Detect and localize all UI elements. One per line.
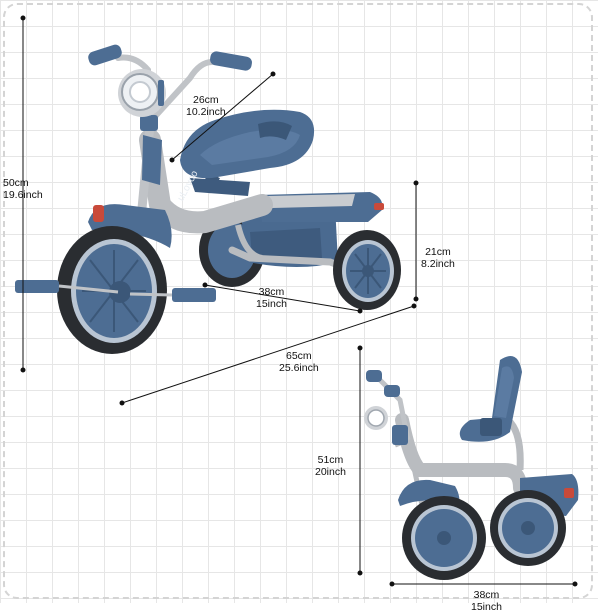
- handlebar-width-label: 26cm 10.2inch: [186, 94, 226, 118]
- tricycle-main: [15, 44, 401, 354]
- folded-height-label: 51cm 20inch: [315, 454, 346, 478]
- front-fender: [88, 204, 172, 248]
- handlebar-width-cm: 26cm: [193, 94, 219, 106]
- folded-height-cm: 51cm: [317, 454, 344, 466]
- folded-width-label: 38cm 15inch: [471, 589, 502, 613]
- folded-height-inch: 20inch: [315, 466, 346, 478]
- total-length-cm: 65cm: [286, 350, 312, 362]
- seat: [180, 109, 315, 196]
- rear-wheel-front: [333, 230, 401, 310]
- handlebar-width-inch: 10.2inch: [186, 106, 226, 118]
- front-reflector: [93, 205, 104, 222]
- total-length-inch: 25.6inch: [279, 362, 319, 374]
- dashed-frame: [3, 3, 593, 599]
- total-height-cm: 50cm: [3, 177, 29, 189]
- pedal-right: [172, 288, 216, 302]
- tricycle-folded: [364, 356, 579, 580]
- rear-reflector: [374, 203, 384, 210]
- total-height-inch: 19.6inch: [3, 189, 43, 201]
- headlight: [118, 69, 166, 117]
- rear-wheel-span-label: 38cm 15inch: [256, 286, 287, 310]
- rear-wheel-span-inch: 15inch: [256, 298, 287, 310]
- rear-height-label: 21cm 8.2inch: [421, 246, 455, 270]
- total-length-label: 65cm 25.6inch: [279, 350, 319, 374]
- rear-height-cm: 21cm: [425, 246, 451, 258]
- total-height-label: 50cm 19.6inch: [3, 177, 43, 201]
- pedal-left: [15, 280, 59, 293]
- folded-width-cm: 38cm: [473, 589, 500, 601]
- rear-wheel-span-cm: 38cm: [258, 286, 285, 298]
- rear-height-inch: 8.2inch: [421, 258, 455, 270]
- main-frame: [139, 129, 273, 234]
- dimension-lines: [20, 15, 578, 587]
- handlebar: [88, 44, 252, 131]
